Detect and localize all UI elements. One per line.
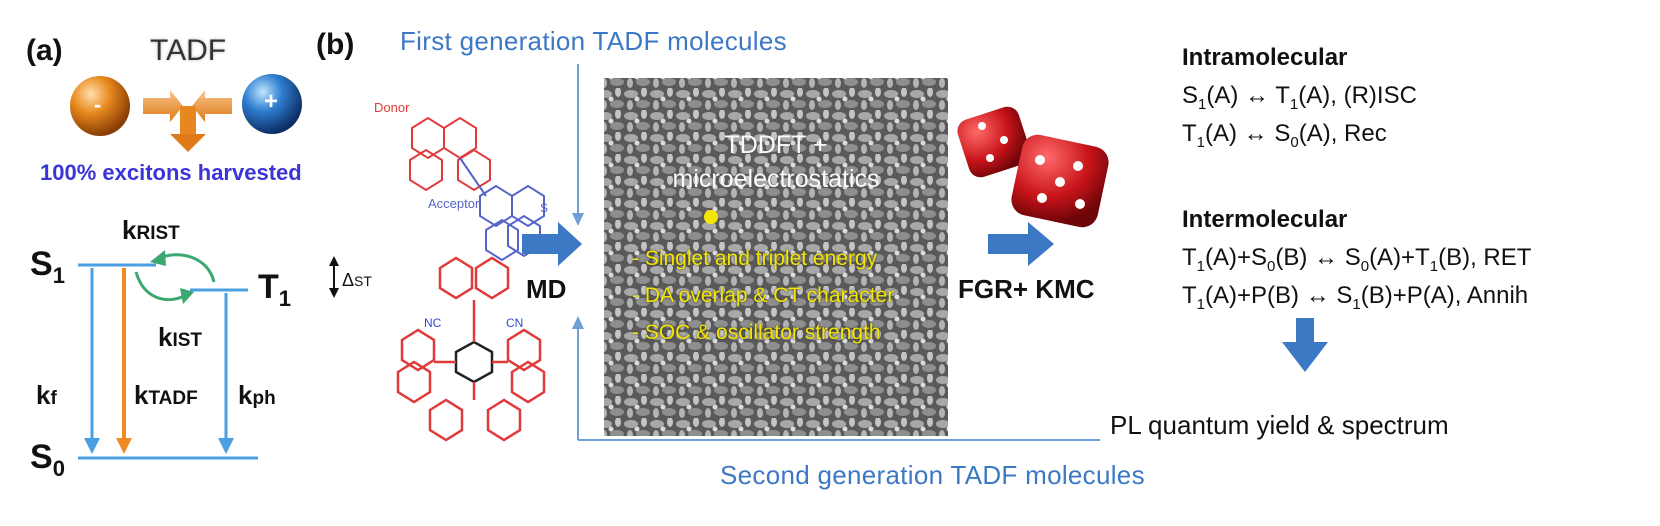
md-label: MD	[526, 274, 567, 304]
md-arrow	[522, 222, 582, 266]
phosphorescence-arrow	[218, 293, 234, 454]
fluorescence-arrow	[84, 268, 100, 454]
intramolecular-process: T1(A) ↔ S0(A), Rec	[1182, 120, 1387, 151]
second-generation-label: Second generation TADF molecules	[720, 460, 1145, 490]
delta-st-arrow	[329, 256, 339, 298]
acceptor-label: Acceptor	[428, 196, 480, 211]
kmc-arrow	[988, 222, 1054, 266]
k-tadf-label: kTADF	[134, 380, 198, 410]
tadf-title: TADF	[150, 34, 227, 67]
second-gen-molecule: NC CN	[396, 256, 546, 442]
k-rist-label: kRIST	[122, 215, 180, 245]
recombination-arrow	[143, 90, 232, 152]
dice-icon	[957, 106, 1109, 228]
minus-sign: -	[94, 92, 102, 117]
first-gen-arrowhead	[572, 213, 584, 226]
first-gen-molecule: S	[409, 116, 548, 262]
ist-arrow	[134, 271, 185, 302]
panel-a-graphics	[70, 74, 339, 460]
donor-label: Donor	[374, 100, 410, 115]
k-f-label: kf	[36, 380, 57, 410]
k-ph-label: kph	[238, 380, 276, 410]
intermolecular-process: T1(A)+P(B) ↔ S1(B)+P(A), Annih	[1182, 282, 1529, 313]
intramolecular-heading: Intramolecular	[1182, 44, 1348, 71]
svg-text:S: S	[540, 201, 548, 215]
pl-result-label: PL quantum yield & spectrum	[1110, 410, 1449, 440]
hole-sphere	[242, 74, 302, 134]
feedback-loop	[577, 64, 1100, 441]
morphology-box	[604, 78, 948, 436]
second-gen-arrowhead	[572, 316, 584, 329]
box-title-line2: microelectrostatics	[672, 165, 880, 193]
panel-b-label: (b)	[316, 28, 355, 61]
panel-a-label: (a)	[26, 34, 63, 67]
k-ist-label: kIST	[158, 322, 203, 352]
property-list: - Singlet and triplet energy - DA overla…	[632, 240, 894, 351]
t1-label: T1	[258, 268, 292, 311]
fgr-kmc-label: FGR+ KMC	[958, 274, 1095, 304]
tadf-emission-arrow	[116, 268, 132, 454]
result-arrow	[1282, 318, 1328, 372]
intermolecular-process: T1(A)+S0(B) ↔ S0(A)+T1(B), RET	[1182, 244, 1532, 275]
s0-label: S0	[30, 438, 65, 481]
harvest-caption: 100% excitons harvested	[40, 160, 302, 185]
property-item: - DA overlap & CT character	[632, 284, 895, 307]
svg-text:CN: CN	[506, 316, 523, 330]
svg-text:NC: NC	[424, 316, 442, 330]
box-title-line1: TDDFT +	[724, 131, 828, 159]
first-generation-label: First generation TADF molecules	[400, 26, 787, 56]
delta-st-label: ΔST	[342, 270, 372, 290]
electron-sphere	[70, 76, 130, 136]
plus-sign: +	[264, 88, 279, 115]
property-item: - Singlet and triplet energy	[632, 247, 878, 270]
intramolecular-process: S1(A) ↔ T1(A), (R)ISC	[1182, 82, 1417, 113]
highlight-molecule	[704, 210, 718, 224]
s1-label: S1	[30, 245, 65, 288]
property-item: - SOC & oscillator strength	[632, 321, 881, 344]
intermolecular-heading: Intermolecular	[1182, 206, 1348, 233]
